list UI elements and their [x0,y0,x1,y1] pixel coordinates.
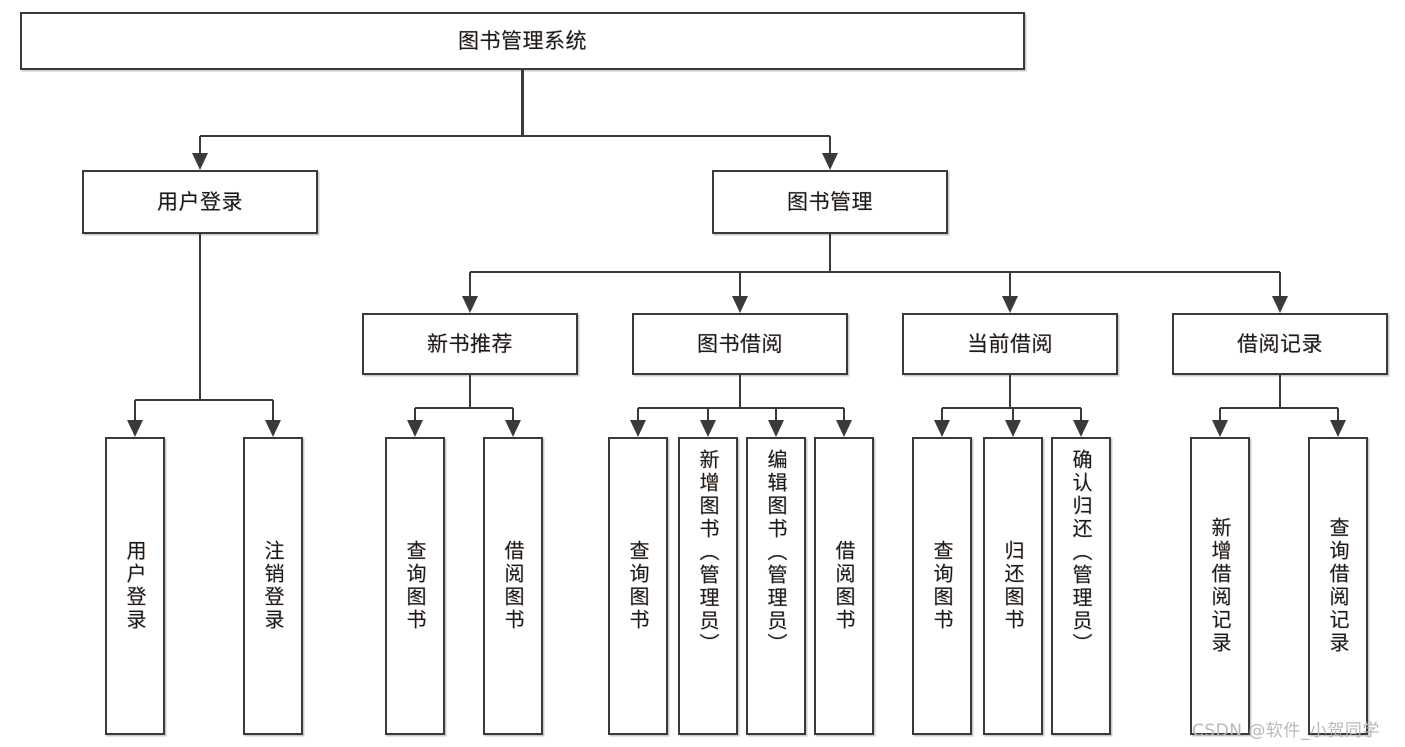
connector-trunk [828,234,832,272]
arrow-head-icon [407,420,423,437]
node-current-borrow-label: 当前借阅 [967,331,1053,356]
node-user-login-label: 用户登录 [157,189,243,214]
leaf-borrow-book-br-label: 借阅图书 [832,540,856,632]
watermark-text: CSDN @软件_小贺同学 [1192,721,1380,741]
arrow-head-icon [1005,420,1021,437]
leaf-return-book[interactable]: 归还图书 [983,437,1043,735]
connector-bus [470,270,1280,274]
leaf-edit-book-label: 编辑图书（管理员） [764,449,788,656]
arrow-head-icon [1330,420,1346,437]
connector-branch [133,400,137,421]
node-book-borrow[interactable]: 图书借阅 [632,313,848,375]
connector-branch [1008,272,1012,297]
leaf-add-book-label: 新增图书（管理员） [696,449,720,656]
node-book-manage[interactable]: 图书管理 [712,170,948,234]
connector-branch [1079,408,1083,421]
connector-branch [1011,408,1015,421]
arrow-head-icon [1272,296,1288,313]
leaf-add-book[interactable]: 新增图书（管理员） [678,437,738,735]
arrow-head-icon [1002,296,1018,313]
connector-branch [1218,408,1222,421]
connector-branch [1336,408,1340,421]
connector-branch [636,408,640,421]
leaf-query-book-rec[interactable]: 查询图书 [385,437,445,735]
connector-branch [1278,272,1282,297]
arrow-head-icon [265,420,281,437]
connector-branch [413,408,417,421]
connector-trunk [198,234,202,400]
connector-trunk [738,375,742,408]
arrow-head-icon [192,153,208,170]
leaf-user-logout-label: 注销登录 [261,540,285,632]
arrow-head-icon [836,420,852,437]
connector-branch [940,408,944,421]
arrow-head-icon [822,153,838,170]
node-borrow-record-label: 借阅记录 [1237,331,1323,356]
connector-branch [706,408,710,421]
connector-branch [828,136,832,154]
connector-bus [942,406,1081,410]
connector-branch [468,272,472,297]
arrow-head-icon [1212,420,1228,437]
connector-trunk [468,375,472,408]
connector-branch [774,408,778,421]
node-book-manage-label: 图书管理 [787,189,873,214]
leaf-query-record[interactable]: 查询借阅记录 [1308,437,1368,735]
node-new-book-rec[interactable]: 新书推荐 [362,313,578,375]
arrow-head-icon [700,420,716,437]
node-current-borrow[interactable]: 当前借阅 [902,313,1118,375]
node-book-borrow-label: 图书借阅 [697,331,783,356]
connector-branch [271,400,275,421]
leaf-confirm-return-label: 确认归还（管理员） [1069,449,1093,656]
connector-branch [198,136,202,154]
connector-trunk [1278,375,1282,408]
arrow-head-icon [768,420,784,437]
arrow-head-icon [505,420,521,437]
arrow-head-icon [732,296,748,313]
leaf-return-book-label: 归还图书 [1001,540,1025,632]
connector-bus [200,134,830,138]
node-new-book-rec-label: 新书推荐 [427,331,513,356]
leaf-user-login-label: 用户登录 [123,540,147,632]
leaf-add-record-label: 新增借阅记录 [1208,517,1232,655]
leaf-edit-book[interactable]: 编辑图书（管理员） [746,437,806,735]
leaf-confirm-return[interactable]: 确认归还（管理员） [1051,437,1111,735]
connector-bus [135,398,273,402]
arrow-head-icon [1073,420,1089,437]
connector-branch [842,408,846,421]
leaf-borrow-book-rec-label: 借阅图书 [501,540,525,632]
leaf-borrow-book-rec[interactable]: 借阅图书 [483,437,543,735]
connector-trunk [521,70,524,136]
connector-bus [415,406,513,410]
node-root[interactable]: 图书管理系统 [20,12,1025,70]
arrow-head-icon [934,420,950,437]
node-borrow-record[interactable]: 借阅记录 [1172,313,1388,375]
leaf-user-logout[interactable]: 注销登录 [243,437,303,735]
leaf-query-book-cb-label: 查询图书 [930,540,954,632]
leaf-add-record[interactable]: 新增借阅记录 [1190,437,1250,735]
arrow-head-icon [462,296,478,313]
arrow-head-icon [127,420,143,437]
leaf-query-book-cb[interactable]: 查询图书 [912,437,972,735]
connector-trunk [1008,375,1012,408]
node-user-login[interactable]: 用户登录 [82,170,318,234]
connector-branch [511,408,515,421]
leaf-query-book-br-label: 查询图书 [626,540,650,632]
node-root-label: 图书管理系统 [458,28,587,53]
leaf-query-record-label: 查询借阅记录 [1326,517,1350,655]
leaf-query-book-rec-label: 查询图书 [403,540,427,632]
leaf-query-book-br[interactable]: 查询图书 [608,437,668,735]
connector-bus [638,406,844,410]
arrow-head-icon [630,420,646,437]
connector-bus [1220,406,1338,410]
leaf-borrow-book-br[interactable]: 借阅图书 [814,437,874,735]
leaf-user-login[interactable]: 用户登录 [105,437,165,735]
connector-branch [738,272,742,297]
